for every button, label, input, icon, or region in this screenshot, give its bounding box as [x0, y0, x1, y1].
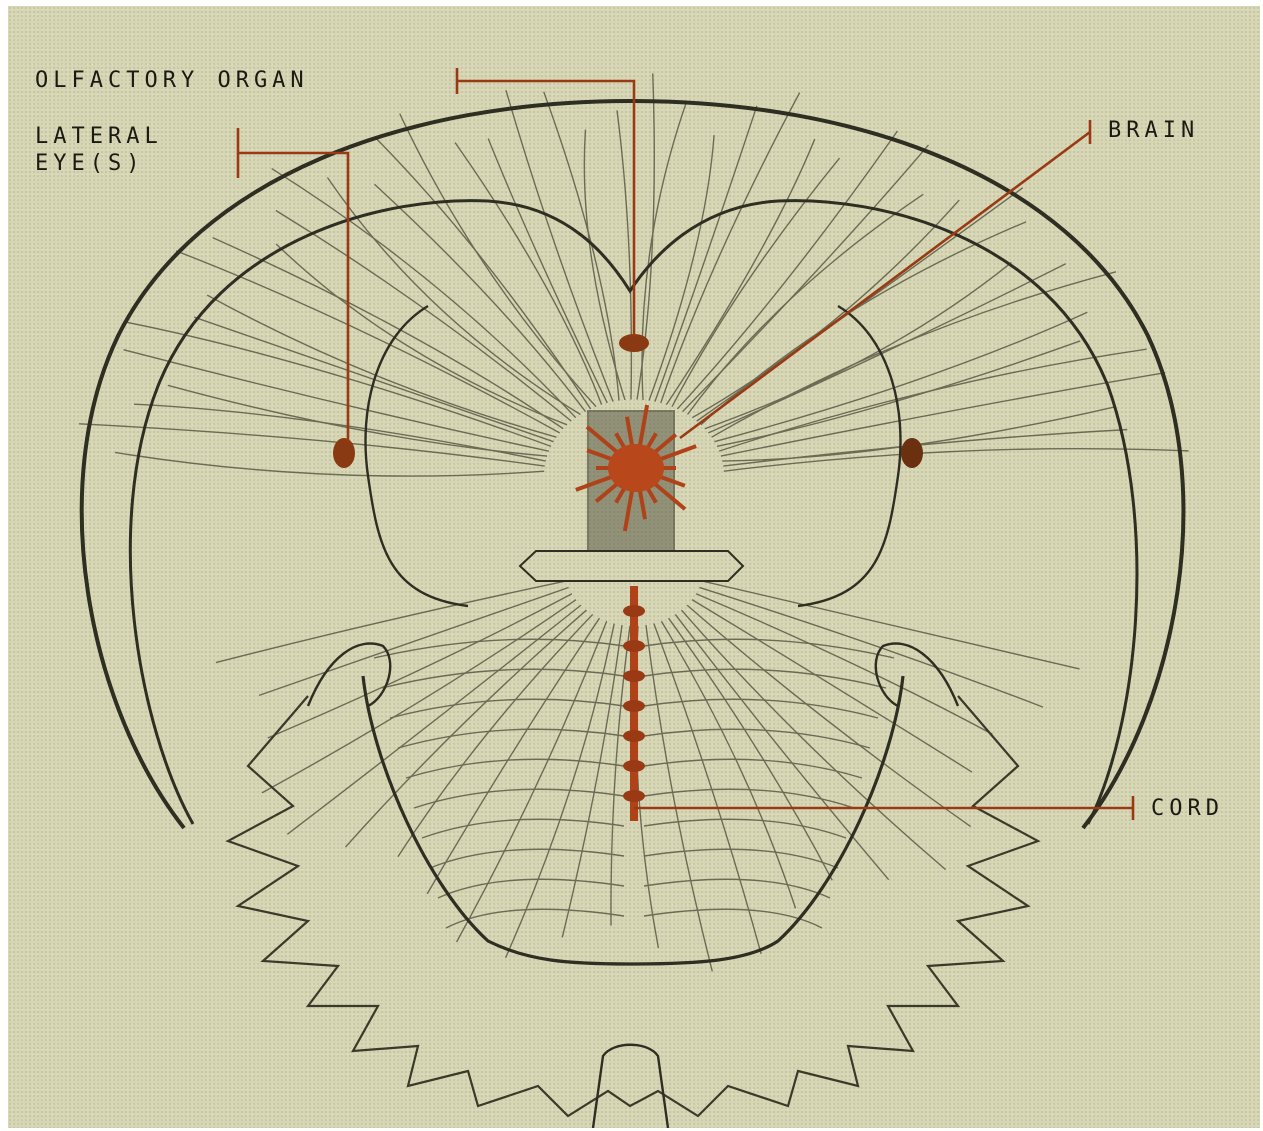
cord-ganglion [623, 790, 645, 802]
vein [717, 341, 1080, 446]
vein [644, 759, 862, 778]
vein [688, 194, 924, 414]
label-eyes: EYE(S) [35, 151, 144, 177]
vein [661, 621, 795, 908]
cord-ganglion [623, 730, 645, 742]
label-brain: BRAIN [1108, 118, 1199, 144]
vein [644, 699, 878, 718]
telson [593, 1045, 668, 1128]
brain-core [608, 444, 664, 492]
leader-cord [634, 796, 1133, 820]
vein [611, 626, 630, 926]
vein [723, 430, 1127, 466]
lateral-eye-right [901, 438, 923, 468]
vein [207, 295, 556, 437]
vein [692, 600, 972, 772]
vein [644, 879, 830, 898]
vein [262, 600, 576, 793]
vein [79, 424, 545, 466]
vein [681, 610, 945, 870]
vein [377, 139, 591, 409]
vein [259, 587, 569, 695]
vein [406, 759, 624, 778]
hinge-lobe-left [308, 644, 390, 707]
vein [617, 110, 631, 399]
vein [115, 452, 544, 476]
cord-ganglion [623, 670, 645, 682]
vein [701, 222, 1026, 425]
hinge-lobe-right [876, 644, 958, 707]
vein [422, 819, 624, 838]
vein [719, 349, 1147, 451]
vein [455, 142, 601, 404]
label-lateral: LATERAL [35, 124, 163, 150]
label-olfactory-organ: OLFACTORY ORGAN [35, 68, 309, 94]
vein [216, 581, 566, 663]
cord-ganglion [623, 700, 645, 712]
label-cord: CORD [1151, 796, 1224, 822]
vein [398, 729, 624, 748]
central-crossbar [520, 551, 743, 581]
vein [712, 272, 1116, 437]
cord-ganglion [623, 760, 645, 772]
lateral-eye-left [333, 438, 355, 468]
olfactory-organ [619, 334, 649, 352]
vein [268, 594, 572, 738]
vein [683, 145, 929, 412]
vein [438, 879, 624, 898]
vein [430, 849, 624, 868]
vein [661, 93, 800, 403]
vein [124, 350, 549, 451]
vein [702, 581, 1080, 669]
vein [125, 322, 551, 446]
vein [646, 625, 712, 971]
cord-ganglion [623, 605, 645, 617]
vein [692, 200, 959, 418]
vein [724, 449, 1189, 472]
vein [644, 819, 846, 838]
vein [276, 210, 571, 421]
vein [644, 729, 870, 748]
vein [669, 618, 833, 880]
vein [584, 130, 625, 400]
vein [644, 669, 886, 688]
leader-lateral-eye [238, 128, 348, 441]
vein [506, 624, 615, 958]
cord-ganglion [623, 640, 645, 652]
vein [644, 849, 838, 868]
vein [705, 262, 1012, 428]
diagram-frame: OLFACTORY ORGAN LATERAL EYE(S) BRAIN COR… [8, 6, 1260, 1128]
vein [687, 605, 971, 826]
vein [699, 587, 1043, 707]
vein [276, 244, 567, 425]
horseshoe-crab-nervous-system-diagram [8, 6, 1260, 1128]
vein [649, 135, 714, 400]
vein [655, 106, 757, 402]
